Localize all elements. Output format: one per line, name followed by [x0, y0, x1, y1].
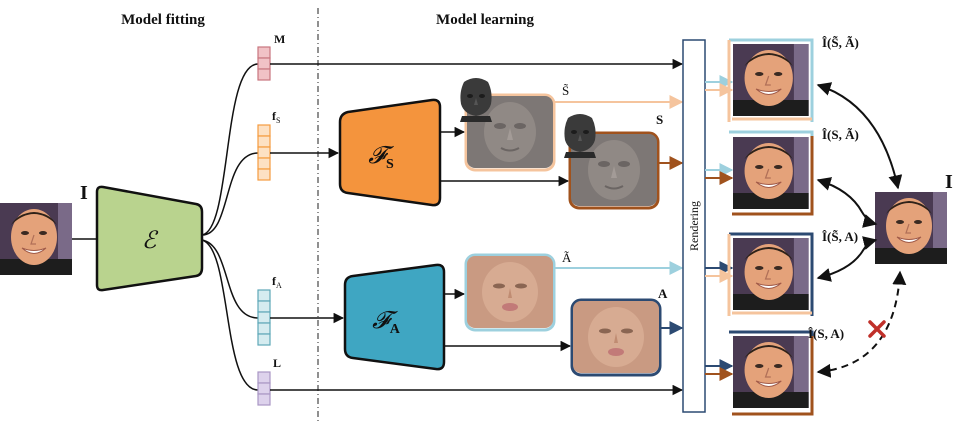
- albedo-map-coarse: [464, 253, 556, 332]
- output-image-2: [729, 130, 814, 216]
- a-tilde-label: Ã: [562, 250, 572, 265]
- branch-to-fa: [201, 239, 259, 319]
- shape-decoder-block: [338, 98, 442, 207]
- branch-to-fs: [201, 152, 259, 236]
- a-label: A: [658, 286, 668, 301]
- albedo-map-fine: [570, 298, 662, 377]
- renderer-output-arrows: [705, 75, 734, 381]
- encoder-label: ℰ: [142, 228, 159, 254]
- target-image: [874, 191, 948, 265]
- code-m: [257, 46, 271, 81]
- renderer-label: Rendering: [687, 201, 701, 251]
- code-fa-label: fA: [272, 274, 282, 290]
- code-fa: [257, 289, 271, 346]
- heading-model-learning: Model learning: [436, 12, 534, 28]
- code-fs: [257, 124, 271, 181]
- output-image-3: [727, 232, 814, 316]
- albedo-decoder-block: [343, 263, 446, 371]
- output-image-4: [729, 330, 814, 416]
- cross-icon: [868, 320, 886, 338]
- target-label: I: [945, 171, 953, 193]
- compare-arrow-1: [816, 82, 903, 190]
- shape-map-fine: [568, 131, 660, 210]
- input-image: [0, 202, 73, 276]
- renderer-block: [682, 39, 706, 413]
- branch-to-m: [201, 63, 259, 236]
- compare-arrow-3: [816, 236, 878, 282]
- code-l: [257, 371, 271, 406]
- branch-to-l: [201, 239, 259, 391]
- code-m-label: M: [274, 32, 285, 46]
- s-tilde-label: S̃: [562, 83, 569, 98]
- output-label-2: Î(S, Ã): [822, 127, 859, 142]
- output-image-1: [727, 38, 814, 122]
- output-label-1: Î(S̃, Ã): [822, 35, 859, 50]
- shape-map-coarse: [464, 93, 556, 172]
- code-l-label: L: [273, 356, 281, 370]
- input-label: I: [80, 182, 88, 204]
- encoder-block: [95, 185, 204, 292]
- compare-arrow-4-dashed: [816, 270, 907, 378]
- output-label-3: Î(S̃, A): [822, 229, 858, 244]
- code-fs-label: fS: [272, 109, 280, 125]
- s-label: S: [656, 112, 663, 127]
- compare-arrow-2: [816, 177, 878, 228]
- output-label-4: Î(S, A): [808, 326, 844, 341]
- heading-model-fitting: Model fitting: [121, 12, 205, 28]
